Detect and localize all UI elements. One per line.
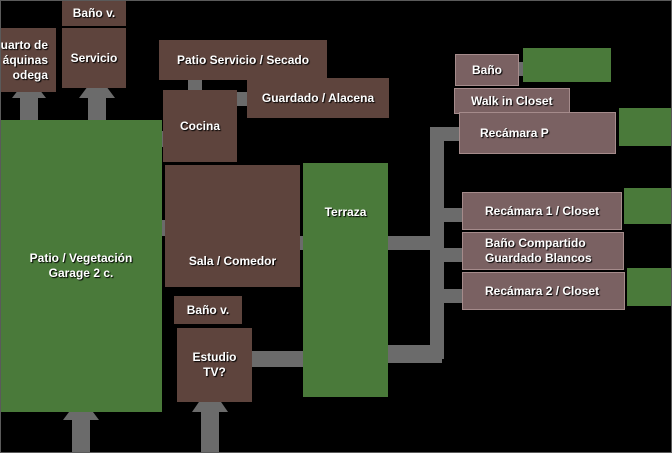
sala-comedor-label: Sala / Comedor — [188, 254, 277, 268]
bano-garden-area — [523, 48, 611, 82]
patio-vegetacion-area: Patio / Vegetación Garage 2 c. — [0, 120, 162, 412]
recamara-p-garden-area — [619, 108, 672, 146]
sala-comedor-room: Sala / Comedor — [165, 165, 300, 287]
patio-servicio-label: Patio Servicio / Secado — [176, 52, 310, 67]
guardado-alacena-room: Guardado / Alacena — [247, 78, 389, 118]
estudio-tv-room: Estudio TV? — [177, 328, 252, 402]
bano-v-mid-room: Baño v. — [174, 296, 242, 324]
walk-in-closet-room: Walk in Closet — [454, 88, 570, 114]
cocina-label: Cocina — [179, 118, 220, 133]
bano-v-mid-label: Baño v. — [186, 302, 230, 317]
bano-compartido-label: Baño Compartido Guardado Blancos — [485, 236, 592, 265]
recamara-p-label: Recámara P — [480, 125, 549, 140]
recamara-p-room: Recámara P — [459, 112, 616, 154]
recamara-2-label: Recámara 2 / Closet — [485, 283, 600, 298]
recamara-2-room: Recámara 2 / Closet — [462, 272, 625, 310]
terraza-area: Terraza — [303, 163, 388, 397]
walk-in-closet-label: Walk in Closet — [471, 93, 553, 108]
cuarto-maquinas-label: uarto de áquinas odega — [0, 37, 48, 82]
bano-v-top-room: Baño v. — [62, 0, 126, 26]
patio-servicio-room: Patio Servicio / Secado — [159, 40, 327, 80]
recamara-2-garden-area — [627, 268, 672, 306]
patio-vegetacion-label: Patio / Vegetación Garage 2 c. — [29, 251, 133, 280]
estudio-tv-label: Estudio TV? — [192, 350, 237, 379]
recamara-1-label: Recámara 1 / Closet — [485, 203, 600, 218]
bano-compartido-room: Baño Compartido Guardado Blancos — [462, 232, 624, 270]
bano-label: Baño — [472, 62, 502, 77]
servicio-room: Servicio — [62, 28, 126, 88]
cuarto-maquinas-room: uarto de áquinas odega — [0, 28, 56, 92]
recamara-1-garden-area — [624, 188, 672, 224]
recamara-1-room: Recámara 1 / Closet — [462, 192, 622, 230]
terraza-label: Terraza — [324, 205, 367, 219]
bano-v-top-label: Baño v. — [72, 5, 116, 20]
guardado-alacena-label: Guardado / Alacena — [261, 90, 375, 105]
servicio-label: Servicio — [70, 50, 118, 65]
bano-room: Baño — [455, 54, 519, 86]
cocina-room: Cocina — [163, 90, 237, 162]
